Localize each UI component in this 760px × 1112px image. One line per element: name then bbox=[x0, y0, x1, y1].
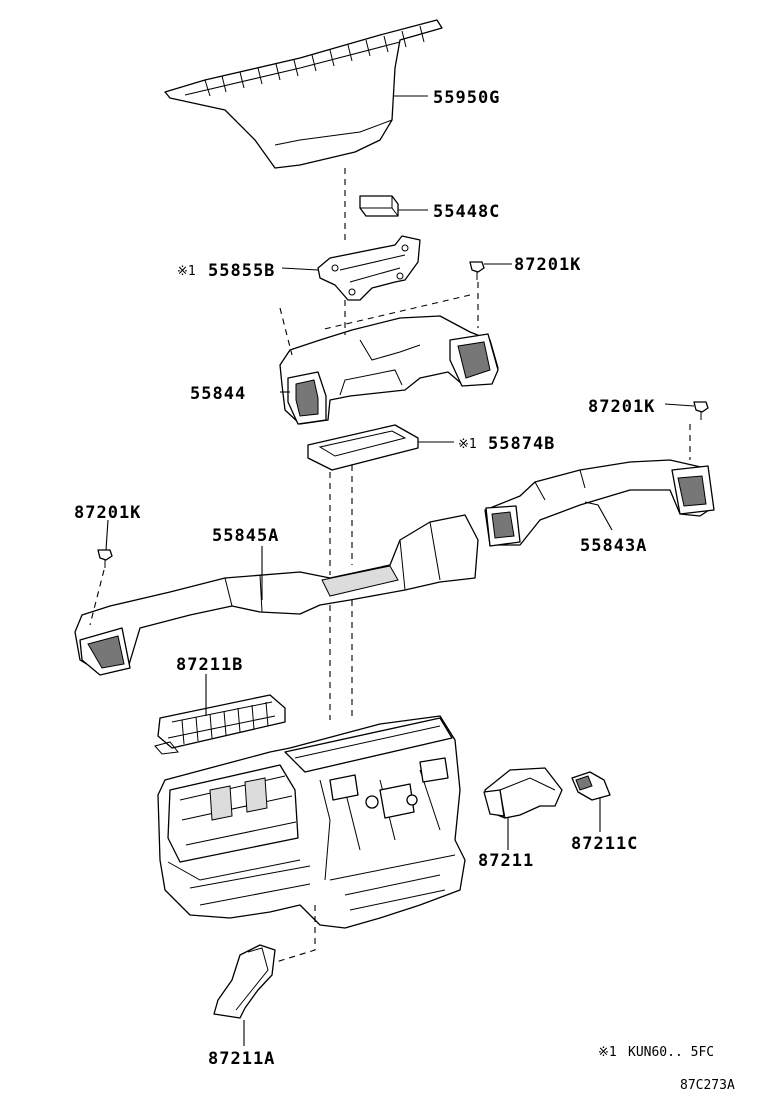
clip-87201k-b[interactable] bbox=[693, 401, 709, 420]
duct-87211a[interactable] bbox=[213, 944, 276, 1019]
label-87211b: 87211B bbox=[176, 655, 243, 675]
figure-code: 87C273A bbox=[680, 1078, 735, 1093]
label-87201k-b: 87201K bbox=[588, 397, 655, 417]
seal-55874b[interactable] bbox=[307, 424, 419, 471]
label-55844: 55844 bbox=[190, 384, 246, 404]
clip-87201k-a[interactable] bbox=[469, 261, 485, 280]
label-87211a: 87211A bbox=[208, 1049, 275, 1069]
duct-87211c[interactable] bbox=[571, 771, 611, 801]
ref-mark-55855b: ※1 bbox=[177, 264, 196, 279]
label-87211: 87211 bbox=[478, 851, 534, 871]
ref-mark-footnote: ※1 bbox=[598, 1045, 617, 1060]
center-duct-55844[interactable] bbox=[279, 315, 499, 425]
pad-55448c[interactable] bbox=[359, 195, 399, 217]
grille-87211b[interactable] bbox=[154, 694, 286, 755]
label-87211c: 87211C bbox=[571, 834, 638, 854]
left-duct-55845a[interactable] bbox=[74, 514, 479, 676]
duct-87211[interactable] bbox=[483, 767, 563, 819]
label-87201k-c: 87201K bbox=[74, 503, 141, 523]
label-87201k-a: 87201K bbox=[514, 255, 581, 275]
heater-unit[interactable] bbox=[157, 715, 466, 929]
label-55874b: 55874B bbox=[488, 434, 555, 454]
defroster-nozzle-55950g[interactable] bbox=[164, 19, 443, 169]
label-55448c: 55448C bbox=[433, 202, 500, 222]
clip-87201k-c[interactable] bbox=[97, 549, 113, 568]
footnote-text: KUN60.. 5FC bbox=[628, 1045, 714, 1060]
bracket-55855b[interactable] bbox=[317, 235, 421, 301]
assembly-lines bbox=[89, 168, 691, 963]
label-55855b: 55855B bbox=[208, 261, 275, 281]
label-55950g: 55950G bbox=[433, 88, 500, 108]
ref-mark-55874b: ※1 bbox=[458, 437, 477, 452]
label-55845a: 55845A bbox=[212, 526, 279, 546]
right-duct-55843a[interactable] bbox=[484, 459, 715, 547]
leader-lines bbox=[105, 95, 695, 1046]
label-55843a: 55843A bbox=[580, 536, 647, 556]
